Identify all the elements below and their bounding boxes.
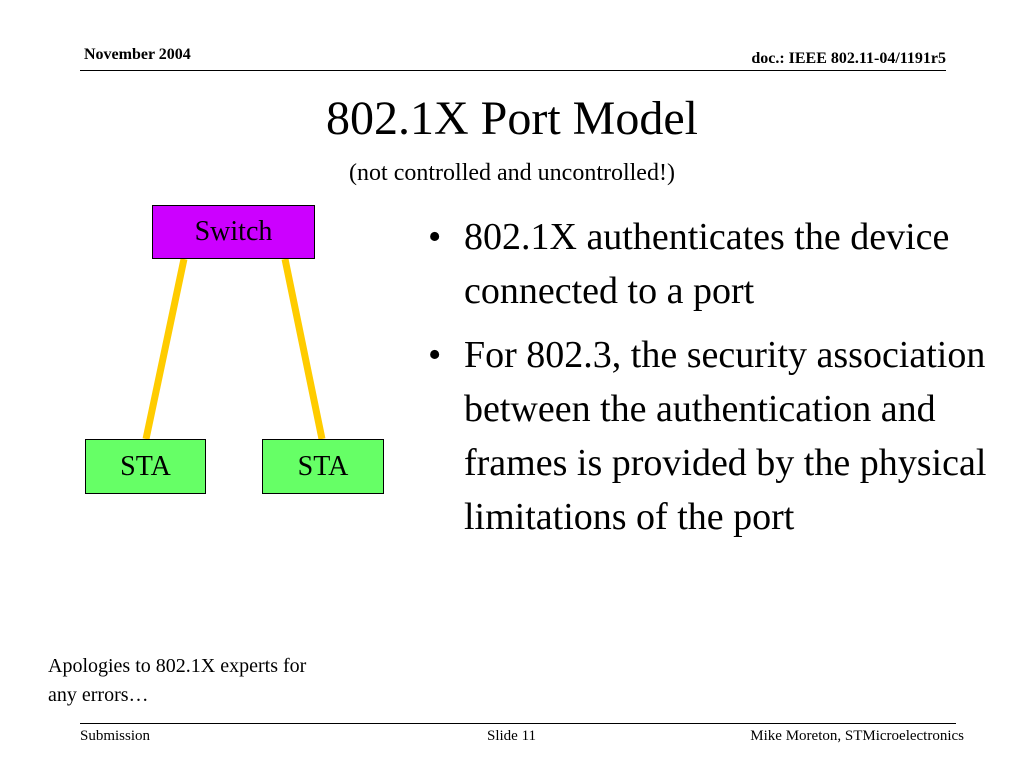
sta-node-right: STA [262, 439, 384, 494]
slide-subtitle: (not controlled and uncontrolled!) [349, 160, 675, 186]
sta-label-right: STA [297, 450, 349, 482]
bullet-dot-icon: • [428, 216, 442, 258]
sta-node-left: STA [85, 439, 206, 494]
footer-slide-number: Slide 11 [487, 728, 537, 744]
switch-node: Switch [152, 205, 315, 259]
sta-label-left: STA [120, 450, 171, 482]
bullet-text: For 802.3, the security association betw… [464, 334, 987, 538]
bullet-item: • 802.1X authenticates the device connec… [428, 210, 988, 318]
link-switch-to-sta-left [142, 258, 188, 440]
bullet-item: • For 802.3, the security association be… [428, 328, 988, 544]
apology-note: Apologies to 802.1X experts for any erro… [48, 655, 307, 706]
footer-divider [80, 723, 956, 724]
switch-label: Switch [194, 216, 273, 247]
bullet-dot-icon: • [428, 334, 442, 376]
footer-submission: Submission [80, 728, 151, 744]
slide-title: 802.1X Port Model [326, 92, 698, 145]
footer-author: Mike Moreton, STMicroelectronics [750, 728, 964, 744]
link-switch-to-sta-right [281, 258, 326, 440]
header-date: November 2004 [84, 46, 191, 63]
bullet-list: • 802.1X authenticates the device connec… [428, 210, 988, 554]
header-divider [80, 70, 946, 71]
header-doc-id: doc.: IEEE 802.11-04/1191r5 [751, 50, 946, 67]
bullet-text: 802.1X authenticates the device connecte… [464, 216, 950, 312]
